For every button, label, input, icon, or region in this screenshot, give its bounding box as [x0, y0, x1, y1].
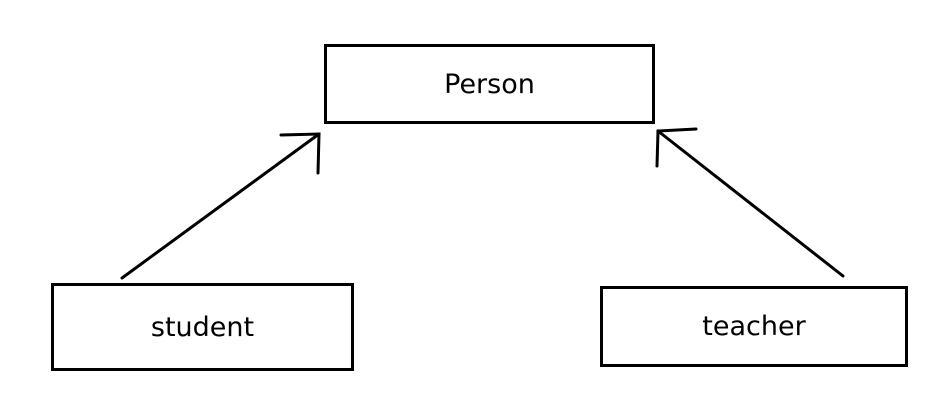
- teacher-class-label: teacher: [702, 311, 806, 342]
- student-to-person-arrow: [120, 132, 321, 280]
- student-class-box: student: [51, 283, 354, 371]
- student-arrow-head: [279, 132, 321, 175]
- student-class-label: student: [150, 311, 255, 343]
- student-arrow-shaft: [120, 132, 321, 280]
- teacher-arrow-head: [655, 127, 698, 168]
- person-class-label: Person: [444, 68, 535, 100]
- teacher-to-person-arrow: [655, 127, 845, 278]
- teacher-arrow-shaft: [656, 129, 845, 278]
- teacher-class-box: teacher: [600, 286, 908, 367]
- person-class-box: Person: [324, 44, 655, 124]
